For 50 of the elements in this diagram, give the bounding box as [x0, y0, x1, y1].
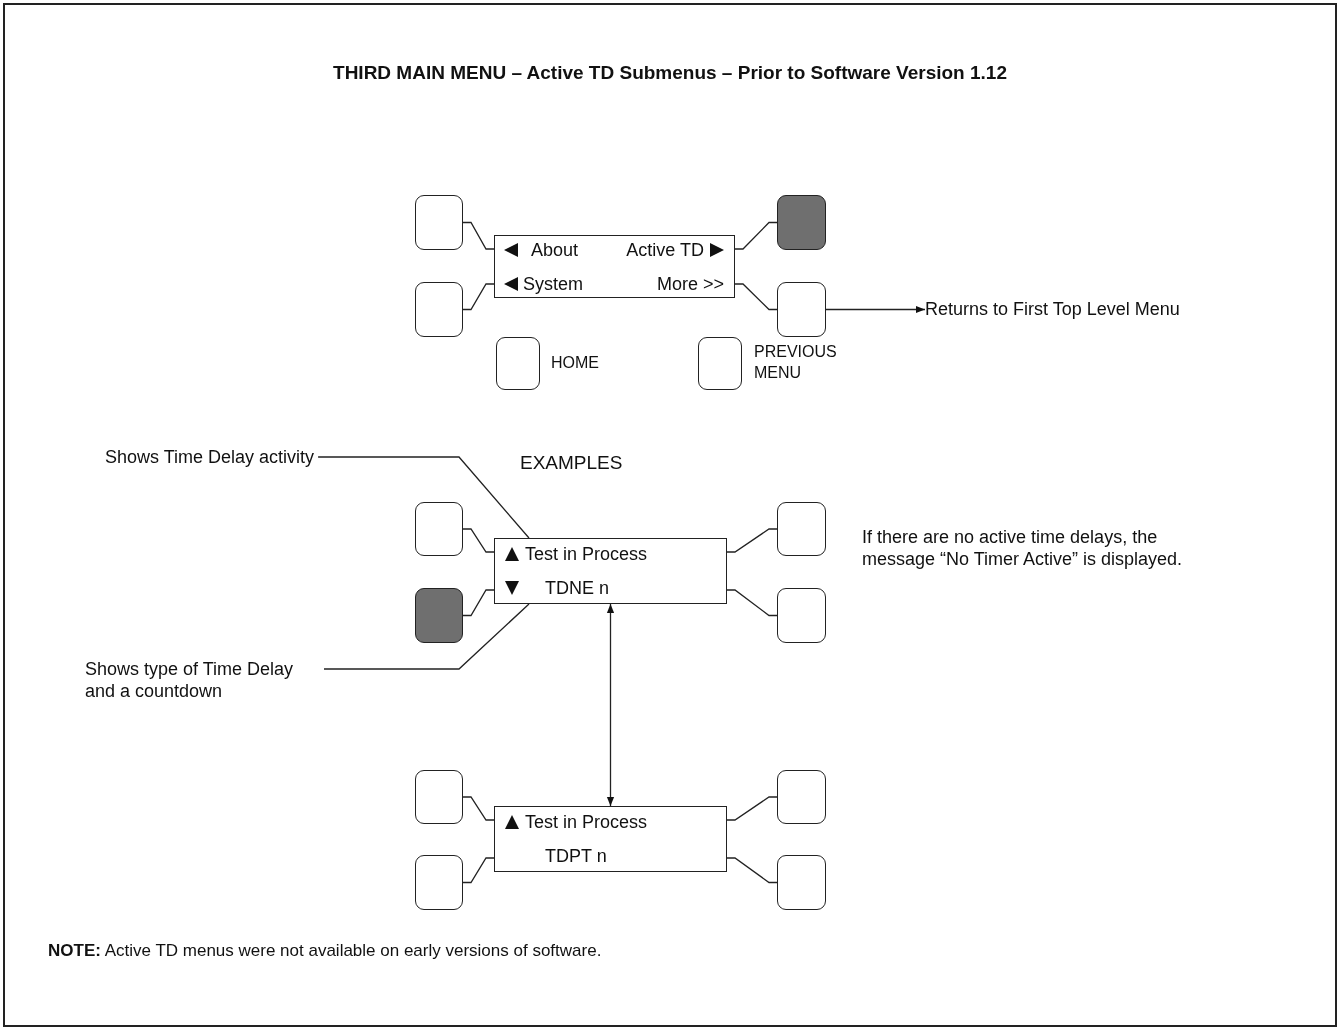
- soft-key: [415, 770, 463, 824]
- connector-line: [462, 221, 495, 250]
- footnote: NOTE: Active TD menus were not available on early versions of software.: [48, 940, 603, 962]
- soft-key: [415, 502, 463, 556]
- menu-text: System: [523, 273, 583, 296]
- leader-line: [317, 456, 530, 539]
- connector-line: [734, 221, 778, 250]
- connector-line: [462, 283, 495, 311]
- connector-line: [726, 857, 778, 884]
- leader-line: [323, 603, 530, 670]
- menu-text: Test in Process: [525, 543, 648, 566]
- menu-text: Test in Process: [525, 811, 648, 834]
- side-note: If there are no active time delays, the message “No Timer Active” is displayed.: [862, 526, 1184, 570]
- connector-line: [462, 857, 495, 884]
- display-screen: [494, 806, 727, 872]
- connector-line: [734, 283, 778, 311]
- key-label: PREVIOUS MENU: [754, 342, 838, 383]
- soft-key: [777, 855, 826, 910]
- connector-line: [726, 528, 778, 553]
- display-screen: [494, 235, 735, 298]
- menu-text: TDPT n: [545, 845, 607, 868]
- soft-key: [777, 588, 826, 643]
- menu-text: About: [531, 239, 579, 262]
- menu-text: Active TD: [626, 239, 704, 262]
- soft-key: [777, 282, 826, 337]
- display-screen: [494, 538, 727, 604]
- soft-key: [496, 337, 540, 390]
- soft-key: [777, 195, 826, 250]
- menu-text: TDNE n: [545, 577, 609, 600]
- arrow: [606, 603, 615, 807]
- callout-text: Shows type of Time Delay and a countdown: [85, 658, 320, 702]
- key-label: HOME: [551, 353, 600, 373]
- soft-key: [415, 195, 463, 250]
- diagram-title: THIRD MAIN MENU – Active TD Submenus – Prior to Software Version 1.12: [332, 62, 1008, 84]
- connector-line: [462, 528, 495, 553]
- callout-text: Shows Time Delay activity: [105, 446, 315, 468]
- soft-key: [415, 282, 463, 337]
- callout-text: Returns to First Top Level Menu: [925, 298, 1180, 320]
- arrow: [825, 305, 926, 314]
- soft-key: [777, 770, 826, 824]
- section-heading: EXAMPLES: [520, 452, 623, 474]
- connector-line: [462, 796, 495, 821]
- soft-key: [415, 588, 463, 643]
- connector-line: [462, 589, 495, 617]
- soft-key: [777, 502, 826, 556]
- soft-key: [415, 855, 463, 910]
- soft-key: [698, 337, 742, 390]
- menu-text: More >>: [656, 273, 724, 296]
- connector-line: [726, 589, 778, 617]
- connector-line: [726, 796, 778, 821]
